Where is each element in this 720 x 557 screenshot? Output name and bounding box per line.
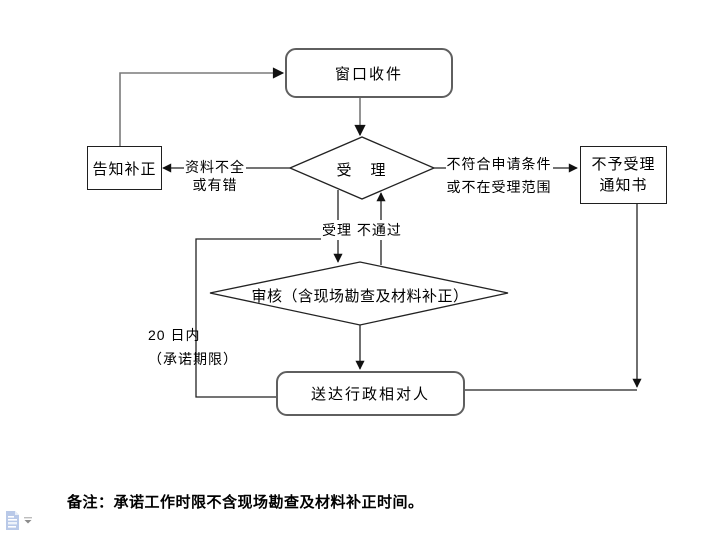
connector-days-bracket — [195, 238, 338, 398]
connector-notify-to-window — [119, 67, 285, 146]
flow-node-deliver-party[interactable]: 送达行政相对人 — [276, 371, 465, 416]
label-accepted-notpass-text: 受理 不通过 — [321, 220, 403, 240]
label-not-meet-conditions: 不符合申请条件 或不在受理范围 — [443, 153, 555, 199]
flow-node-notify-correction-label: 告知补正 — [92, 160, 157, 178]
remark-text: 备注：承诺工作时限不含现场勘查及材料补正时间。 — [67, 494, 424, 511]
label-material-incomplete: 资料不全 或有错 — [174, 158, 256, 194]
paste-doc-fold — [15, 511, 19, 515]
flow-node-window-receive-label: 窗口收件 — [334, 65, 403, 83]
paste-options-button[interactable] — [2, 507, 36, 535]
review-decision-diamond[interactable] — [209, 261, 509, 326]
label-promise-period-line2: （承诺期限） — [148, 351, 238, 367]
label-accepted-notpass: 受理 不通过 — [308, 220, 416, 240]
flow-node-notify-correction[interactable]: 告知补正 — [87, 146, 162, 190]
accept-decision-label: 受 理 — [336, 162, 388, 179]
label-promise-period: 20 日内 （承诺期限） — [147, 323, 247, 371]
accept-decision-diamond[interactable] — [288, 136, 436, 200]
flow-node-window-receive[interactable]: 窗口收件 — [285, 48, 453, 98]
paste-options-icon — [6, 511, 32, 530]
chevron-down-icon[interactable] — [24, 517, 32, 524]
flow-node-reject-notice-label: 不予受理 通知书 — [591, 156, 656, 194]
review-decision-label: 审核（含现场勘查及材料补正） — [251, 288, 469, 305]
flow-node-reject-notice[interactable]: 不予受理 通知书 — [580, 146, 667, 204]
label-promise-period-line1: 20 日内 — [148, 327, 201, 343]
flow-node-deliver-party-label: 送达行政相对人 — [310, 386, 430, 403]
label-material-incomplete-line1: 资料不全 — [184, 158, 246, 176]
label-material-incomplete-line2: 或有错 — [191, 176, 239, 194]
label-not-meet-conditions-line1: 不符合申请条件 — [445, 153, 553, 176]
label-not-meet-conditions-line2: 或不在受理范围 — [445, 176, 553, 199]
